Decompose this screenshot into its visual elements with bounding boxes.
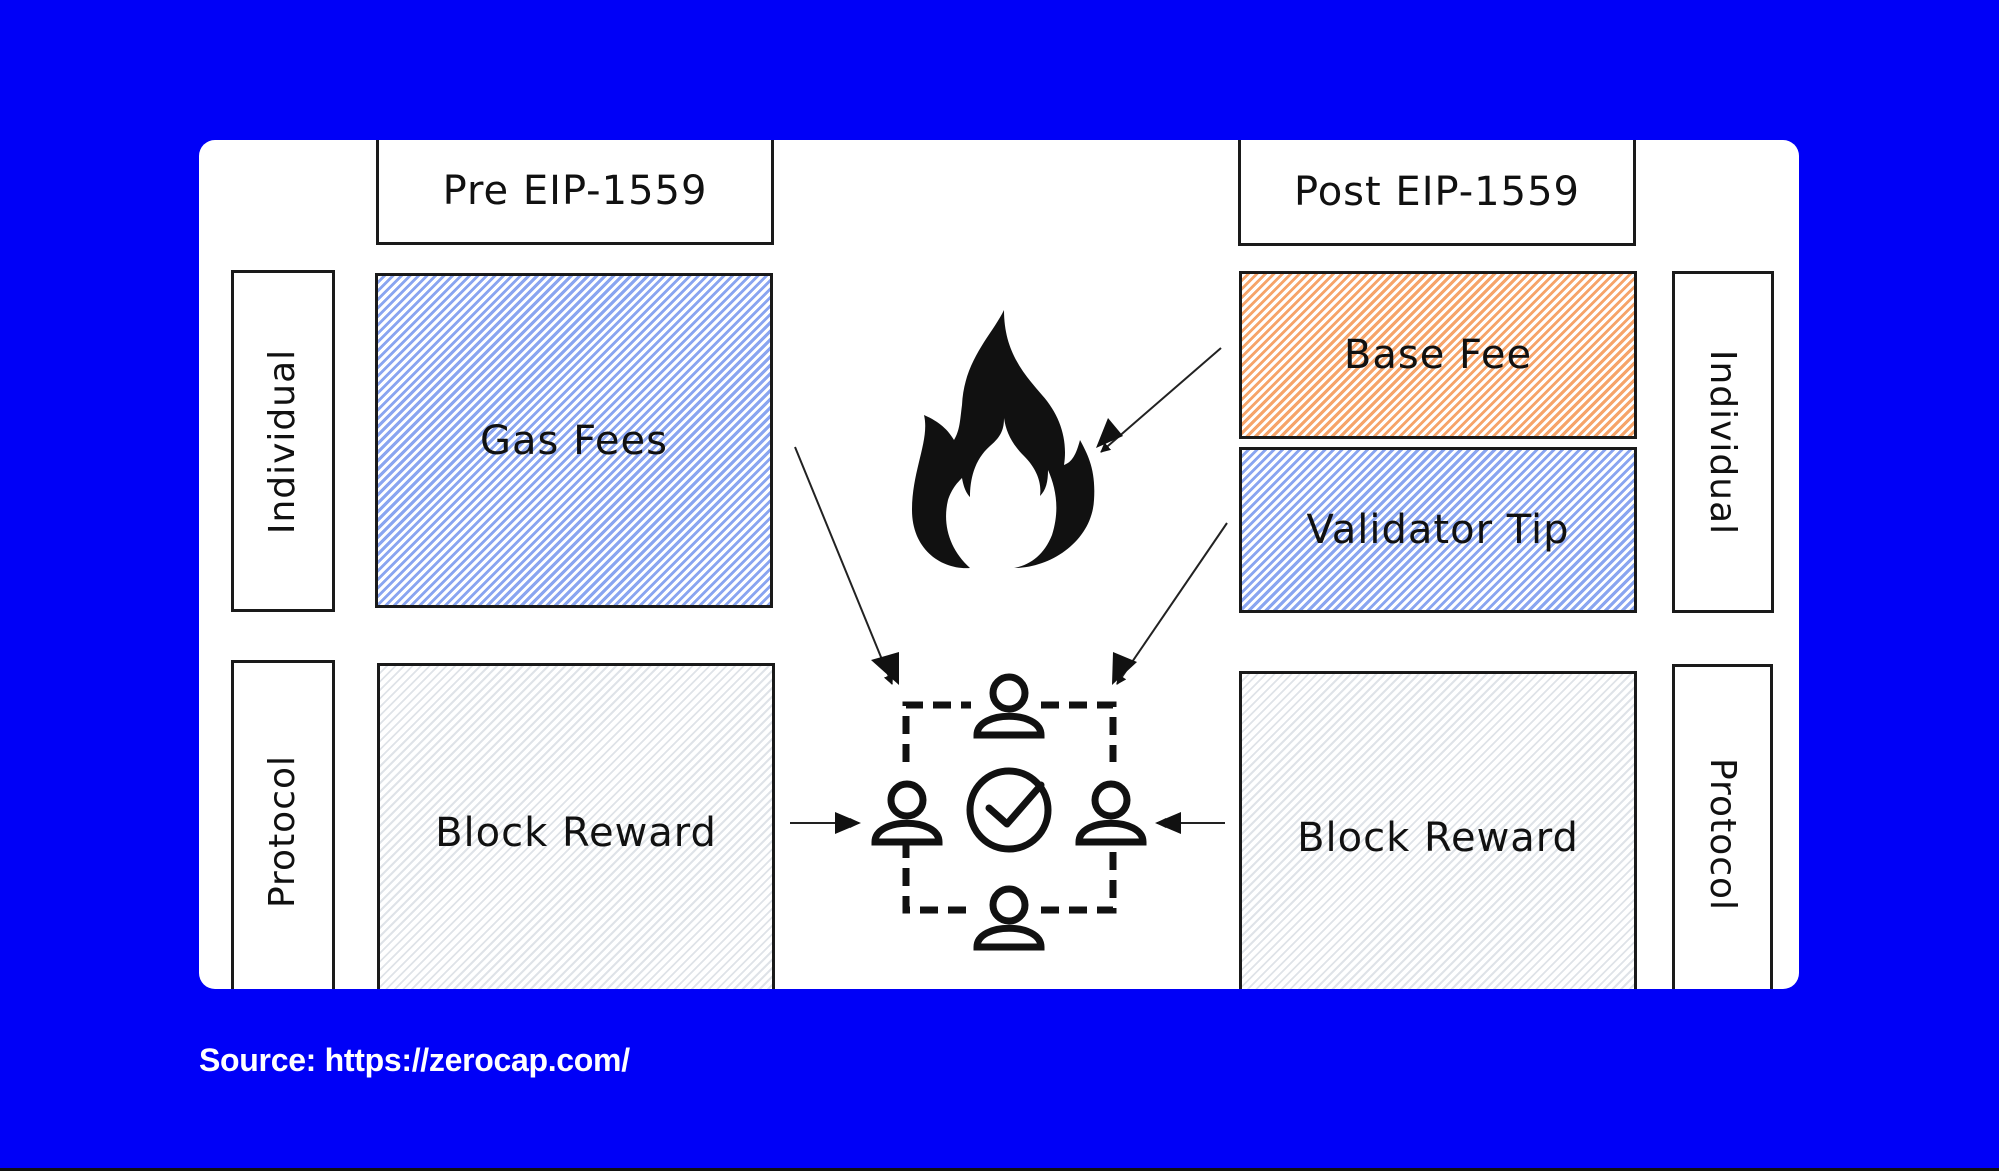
- gas-fees-label: Gas Fees: [480, 417, 668, 464]
- validator-tip-box: Validator Tip: [1239, 447, 1637, 613]
- diagram-card: Pre EIP-1559 Individual Gas Fees Protoco…: [199, 140, 1799, 989]
- arrows-and-icons-layer: [790, 310, 1228, 951]
- flame-icon: [912, 310, 1095, 569]
- pre-block-reward-label: Block Reward: [435, 810, 717, 856]
- base-fee-label: Base Fee: [1343, 332, 1533, 378]
- source-caption: Source: https://zerocap.com/: [199, 1042, 630, 1078]
- pre-protocol-label-box: Protocol: [231, 660, 335, 989]
- gas-fees-box: Gas Fees: [375, 273, 773, 608]
- validator-network-icon: [871, 673, 1147, 951]
- pre-eip-title-box: Pre EIP-1559: [376, 140, 774, 245]
- pre-eip-title: Pre EIP-1559: [442, 168, 708, 214]
- post-protocol-label-box: Protocol: [1672, 664, 1773, 989]
- arrow-tip-to-validators: [1116, 522, 1228, 685]
- base-fee-box: Base Fee: [1239, 271, 1637, 439]
- check-circle-icon: [966, 767, 1052, 853]
- post-block-reward-label: Block Reward: [1297, 814, 1579, 861]
- arrow-gas-fees-to-validators: [794, 446, 894, 685]
- validator-person-bottom-icon: [973, 885, 1045, 951]
- bottom-border: [0, 1168, 1999, 1171]
- pre-block-reward-box: Block Reward: [377, 663, 775, 989]
- post-block-reward-box: Block Reward: [1239, 671, 1637, 989]
- post-individual-label-box: Individual: [1672, 271, 1774, 613]
- validator-person-top-icon: [973, 673, 1045, 739]
- post-eip-title: Post EIP-1559: [1294, 168, 1580, 215]
- validator-tip-label: Validator Tip: [1306, 507, 1570, 553]
- post-eip-title-box: Post EIP-1559: [1238, 140, 1636, 246]
- validator-person-left-icon: [871, 780, 943, 846]
- pre-individual-label-box: Individual: [231, 270, 335, 612]
- validator-person-right-icon: [1075, 780, 1147, 846]
